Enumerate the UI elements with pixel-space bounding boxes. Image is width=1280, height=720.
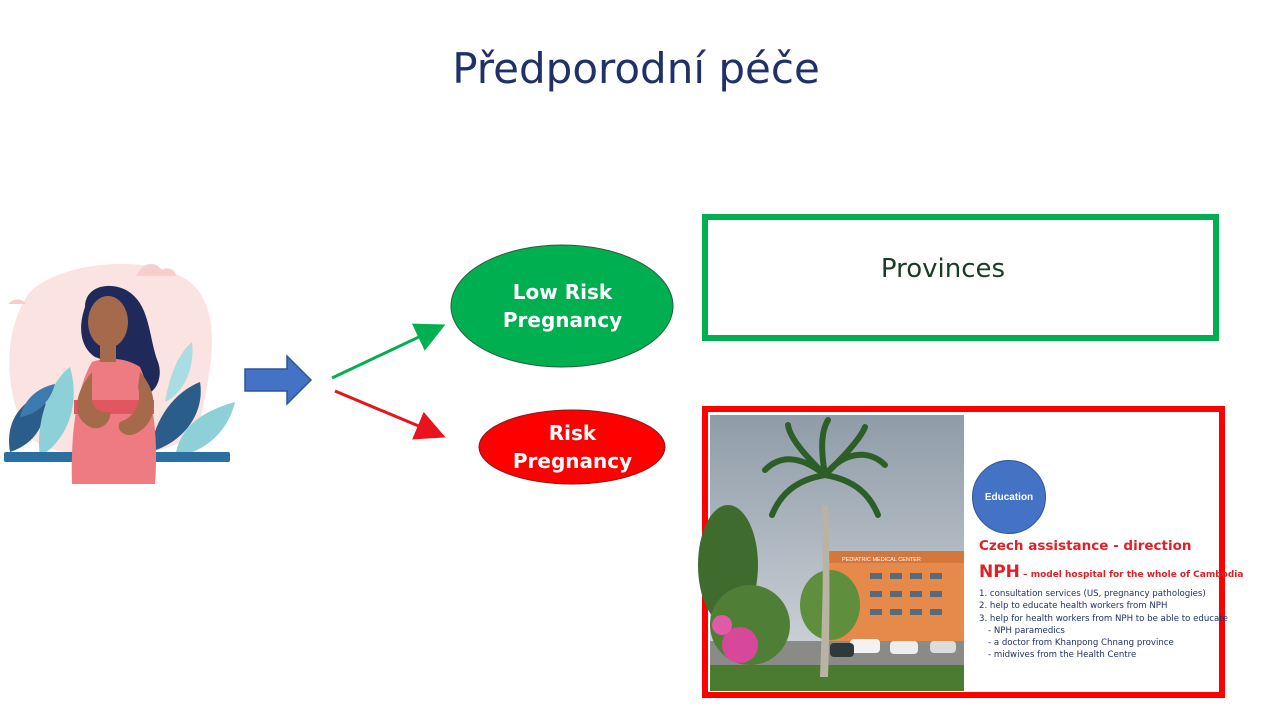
hospital-photo: PEDIATRIC MEDICAL CENTER — [698, 415, 964, 691]
list-item: 2. help to educate health workers from N… — [979, 601, 1168, 612]
pregnant-woman-illustration — [4, 263, 235, 484]
list-subitem: - a doctor from Khanpong Chnang province — [988, 638, 1174, 649]
nph-line: NPH – model hospital for the whole of Ca… — [979, 562, 1243, 582]
provinces-box: Provinces — [702, 214, 1219, 341]
arrow-to-risk — [334, 389, 446, 440]
nph-abbr: NPH — [979, 562, 1020, 582]
provinces-label: Provinces — [880, 254, 1006, 284]
list-item: 1. consultation services (US, pregnancy … — [979, 589, 1206, 599]
list-subitem: - NPH paramedics — [988, 625, 1065, 636]
block-arrow — [244, 354, 313, 406]
nph-assistance-list: 1. consultation services (US, pregnancy … — [979, 588, 1228, 662]
czech-assistance-heading: Czech assistance - direction — [979, 538, 1192, 554]
education-badge: Education — [972, 460, 1046, 534]
nph-description: – model hospital for the whole of Cambod… — [1019, 570, 1244, 580]
list-item: 3. help for health workers from NPH to b… — [979, 613, 1228, 624]
building-sign: PEDIATRIC MEDICAL CENTER — [842, 557, 921, 563]
list-subitem: - midwives from the Health Centre — [988, 650, 1137, 661]
arrow-to-low-risk — [331, 323, 446, 380]
low-risk-ellipse — [450, 244, 674, 368]
nph-panel: PEDIATRIC MEDICAL CENTER — [698, 406, 1243, 698]
page-title: Předporodní péče — [452, 44, 820, 93]
risk-ellipse — [478, 409, 666, 485]
